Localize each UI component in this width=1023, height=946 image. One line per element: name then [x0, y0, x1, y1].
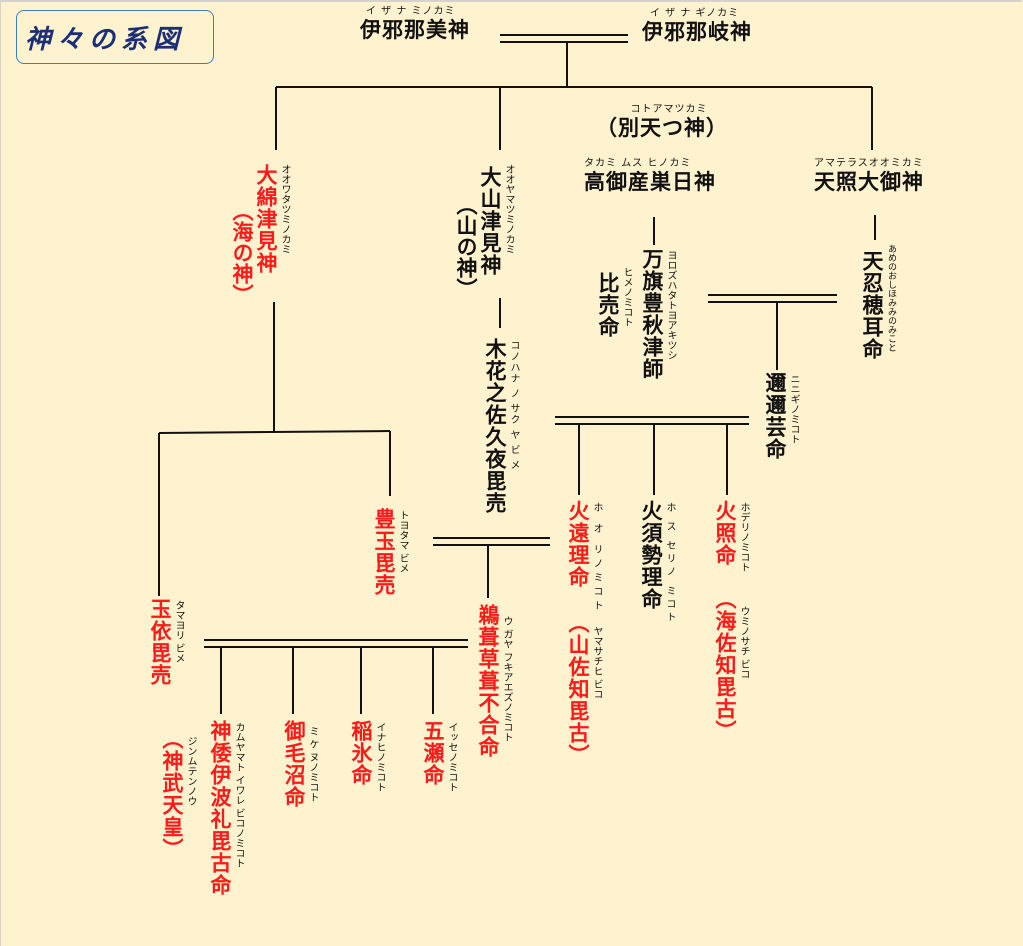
ruby: ホ ス セリノ ミコト [664, 502, 675, 625]
ruby: イッセノミコト [446, 722, 457, 792]
deity-alias: （山の神） [454, 194, 478, 299]
deity-alias: （山佐知毘古） [566, 612, 590, 766]
ruby: ヤマサチヒ ビコ [591, 626, 602, 700]
deity-izanagi: イ ザ ナ ギノカミ 伊邪那岐神 [642, 8, 752, 44]
deity-name: 高御産巣日神 [584, 170, 716, 194]
ruby: ヨロズハタトヨアキツシ [665, 250, 676, 360]
deity-tamayori: タマヨリ ビメ 玉依毘売 [148, 598, 188, 686]
deity-name: 万旗豊秋津師 [640, 248, 664, 380]
ruby: タカミ ムス ヒノカミ [584, 158, 692, 169]
deity-name: 伊邪那美神 [360, 18, 470, 42]
ruby: アマテラスオオミカミ [814, 158, 924, 169]
deity-toyotama: トヨタマ ビメ 豊玉毘売 [372, 508, 412, 596]
deity-kotoamatsukami: コトアマツカミ （別天つ神） [596, 104, 728, 140]
ruby: オオワタツミノカミ [279, 164, 290, 254]
diagram-title-box: 神々の系図 [16, 10, 214, 64]
ruby: イ ザ ナ ギノカミ [650, 8, 740, 19]
deity-name: 御毛沼命 [282, 720, 306, 808]
ruby: カムヤマト イワレ ビコノミコト [233, 722, 244, 869]
deity-name: 比売命 [596, 272, 620, 338]
deity-ninigi: ニニギノミコト 邇邇芸命 [763, 372, 803, 460]
deity-name: 玉依毘売 [148, 598, 172, 686]
ruby: イナヒノミコト [374, 722, 385, 792]
ruby: ウ ガヤ フキアエズノミコト [501, 616, 512, 743]
deity-inahi: イナヒノミコト 稲氷命 [349, 720, 389, 792]
ruby: ホ オ リノミコト [591, 502, 602, 615]
deity-hoderi-alias: ウミノサチ ビコ （海佐知毘古） [713, 588, 753, 742]
ruby: コトアマツカミ [630, 104, 708, 115]
ruby: タマヨリ ビメ [173, 600, 184, 664]
ruby: イ ザ ナ ミノカミ [366, 6, 456, 17]
deity-name: （別天つ神） [596, 116, 728, 140]
ruby: ヒメノミコト [621, 267, 632, 327]
deity-alias: （神武天皇） [160, 728, 184, 860]
deity-hoori: ホ オ リノミコト 火遠理命 [566, 500, 606, 614]
deity-alias: （海佐知毘古） [713, 588, 737, 742]
branch-line [158, 430, 391, 434]
deity-name: 五瀬命 [421, 720, 445, 786]
deity-oyamatsumi: オオヤマツミノカミ 大山津見神 （山の神） [452, 162, 518, 299]
deity-ugaya: ウ ガヤ フキアエズノミコト 鵜葺草葺不合命 [476, 604, 516, 758]
deity-name: 邇邇芸命 [763, 372, 787, 460]
ruby: トヨタマ ビメ [397, 510, 408, 574]
deity-owatatsumi: オオワタツミノカミ 大綿津見神 （海の神） [228, 162, 294, 305]
ruby: ウミノサチ ビコ [738, 606, 749, 680]
ruby: ジンムテンノウ [185, 736, 196, 806]
deity-hoderi: ホデリノミコト 火照命 [713, 500, 753, 572]
deity-itsuse: イッセノミコト 五瀬命 [421, 720, 461, 792]
deity-name: 木花之佐久夜毘売 [483, 338, 507, 514]
diagram-title: 神々の系図 [25, 24, 186, 55]
deity-name: 天照大御神 [814, 170, 924, 194]
deity-amenooshihomimi: あめのおしほみみのみこと 天忍穂耳命 [860, 244, 900, 360]
deity-hoori-alias: ヤマサチヒ ビコ （山佐知毘古） [566, 612, 606, 766]
deity-name: 豊玉毘売 [372, 508, 396, 596]
deity-name: 伊邪那岐神 [642, 20, 752, 44]
deity-yorozuhata: ヨロズハタトヨアキツシ 万旗豊秋津師 [640, 248, 680, 380]
deity-name: 鵜葺草葺不合命 [476, 604, 500, 758]
ruby: あめのおしほみみのみこと [886, 244, 896, 352]
deity-hime: ヒメノミコト 比売命 [596, 267, 636, 338]
deity-name: 神倭伊波礼毘古命 [208, 720, 232, 896]
deity-alias: （海の神） [230, 200, 254, 305]
deity-name: 火遠理命 [566, 500, 590, 588]
ruby: ホデリノミコト [738, 502, 749, 572]
ruby: ミ ケ ヌノミコト [307, 726, 318, 803]
deity-jimmu: ジンムテンノウ （神武天皇） [160, 728, 200, 860]
deity-name: 火須勢理命 [639, 500, 663, 610]
deity-mikenu: ミ ケ ヌノミコト 御毛沼命 [282, 720, 322, 808]
ruby: ニニギノミコト [788, 374, 799, 444]
deity-name: 大綿津見神 [254, 164, 278, 274]
deity-konohanasakuya: コノハナ ノ サク ヤ ビ メ 木花之佐久夜毘売 [483, 338, 523, 514]
deity-amaterasu: アマテラスオオミカミ 天照大御神 [814, 158, 924, 194]
deity-hosuseri: ホ ス セリノ ミコト 火須勢理命 [639, 500, 679, 625]
deity-izanami: イ ザ ナ ミノカミ 伊邪那美神 [360, 6, 470, 42]
deity-name: 稲氷命 [349, 720, 373, 786]
ruby: オオヤマツミノカミ [503, 164, 514, 254]
deity-kamuyamato: カムヤマト イワレ ビコノミコト 神倭伊波礼毘古命 [208, 720, 248, 896]
deity-name: 大山津見神 [478, 166, 502, 276]
deity-name: 火照命 [713, 500, 737, 566]
ruby: コノハナ ノ サク ヤ ビ メ [508, 340, 519, 471]
deity-takamimusuhi: タカミ ムス ヒノカミ 高御産巣日神 [584, 158, 716, 194]
deity-name: 天忍穂耳命 [860, 250, 884, 360]
